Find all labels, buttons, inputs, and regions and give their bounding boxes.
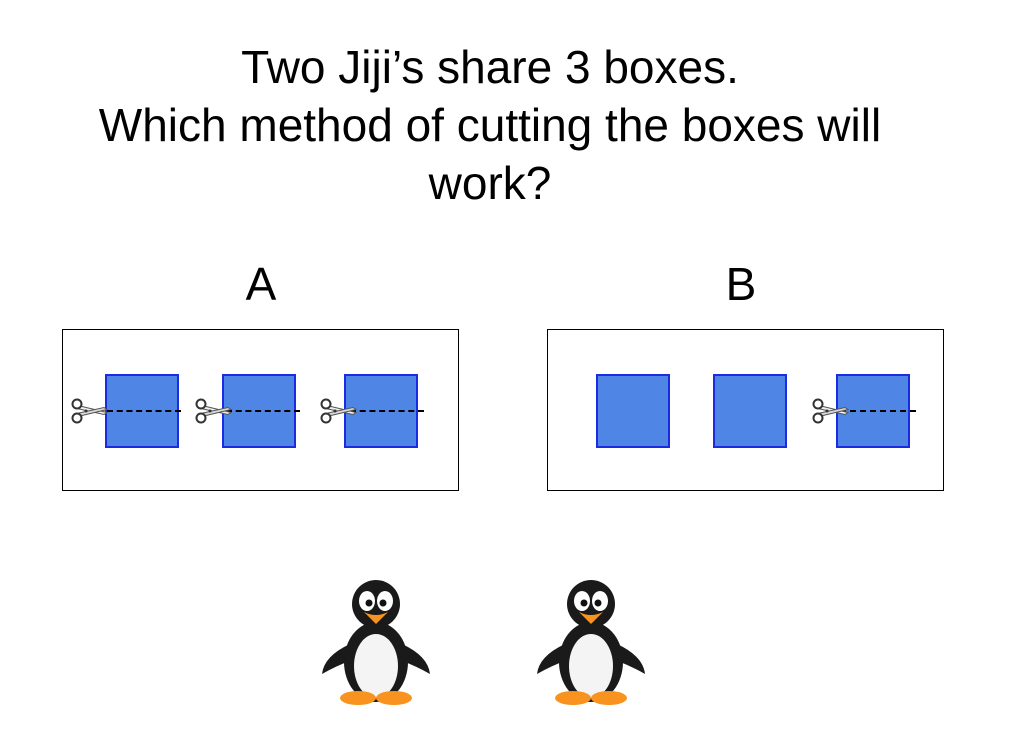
question-line-1: Two Jiji’s share 3 boxes. [241, 41, 739, 93]
option-a-panel[interactable] [62, 329, 459, 491]
scissors-icon [812, 398, 850, 424]
penguin-icon [537, 580, 645, 705]
scissors-icon [195, 398, 233, 424]
cut-line [840, 410, 916, 412]
box [596, 374, 670, 448]
question-line-2: Which method of cutting the boxes will [98, 99, 882, 151]
scissors-icon [320, 398, 358, 424]
cut-line [107, 410, 181, 412]
question-line-3: work? [428, 157, 552, 209]
penguin-icon [322, 580, 430, 705]
scissors-icon [71, 398, 109, 424]
option-b-panel[interactable] [547, 329, 944, 491]
option-b-label: B [725, 258, 757, 310]
box [713, 374, 787, 448]
option-a-label: A [245, 258, 277, 310]
cut-line [226, 410, 300, 412]
cut-line [350, 410, 424, 412]
question-text: Two Jiji’s share 3 boxes. Which method o… [20, 38, 960, 212]
